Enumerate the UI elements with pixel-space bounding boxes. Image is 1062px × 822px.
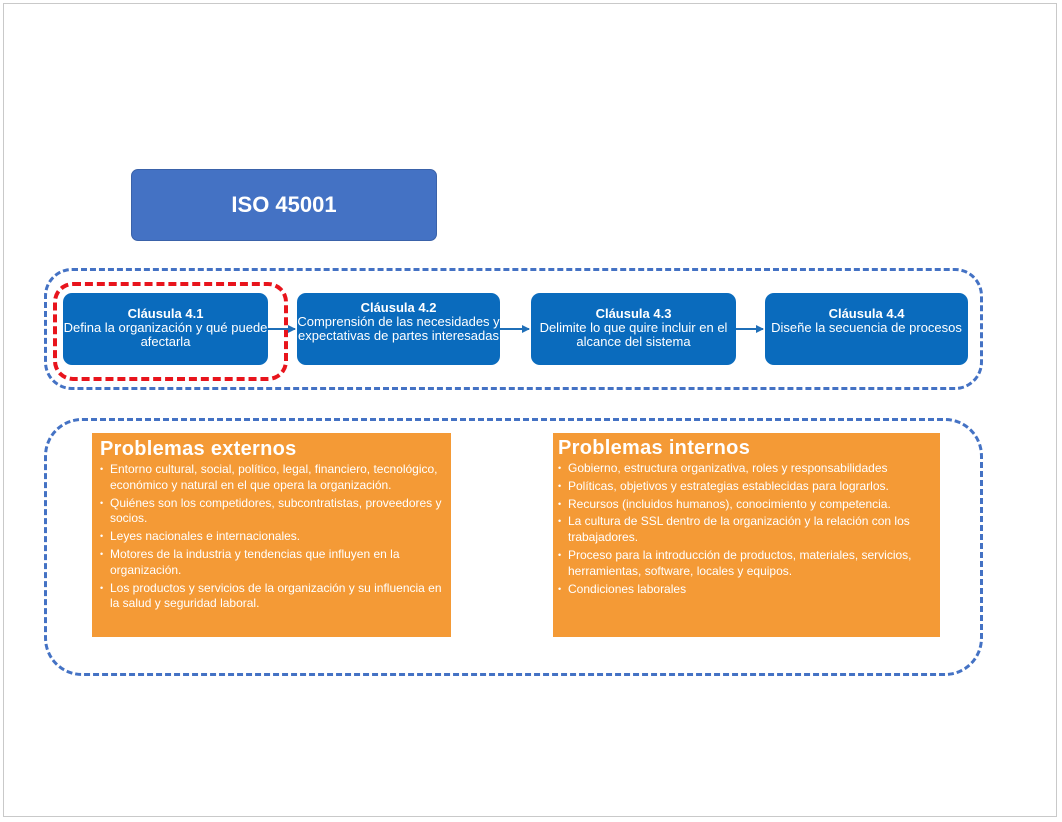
clause-4-3-box: Cláusula 4.3 Delimite lo que quire inclu… <box>531 293 736 365</box>
bullet-icon: • <box>558 463 562 473</box>
list-item: • Recursos (incluidos humanos), conocimie… <box>558 497 932 513</box>
list-item-text: Políticas, objetivos y estrategias estab… <box>568 478 889 493</box>
clause-4-1-highlight <box>53 282 288 381</box>
bullet-icon: • <box>100 548 104 559</box>
external-problems-title: Problemas externos <box>100 438 297 460</box>
list-item-text: Proceso para la introducción de producto… <box>568 547 912 578</box>
bullet-icon: • <box>558 583 562 594</box>
list-item-text: Motores de la industria y tendencias que… <box>110 546 400 577</box>
problems-group <box>44 418 983 676</box>
clause-title: Cláusula 4.1 <box>127 306 204 321</box>
clause-title: Cláusula 4.2 <box>360 300 437 315</box>
clause-title: Cláusula 4.4 <box>828 306 905 321</box>
list-item-text: Condiciones laborales <box>568 581 687 596</box>
list-item: • Quiénes son los competidores, subcontra… <box>100 496 443 528</box>
external-problems-panel: Problemas externos • Entorno cultural, so… <box>92 433 451 637</box>
list-item: • Leyes nacionales e internacionales. <box>100 529 443 545</box>
external-problems-list: • Entorno cultural, social, político, leg… <box>100 462 443 612</box>
list-item: • La cultura de SSL dentro de la organiza… <box>558 514 932 546</box>
bullet-icon: • <box>100 497 104 508</box>
clause-description: Diseñe la secuencia de procesos <box>771 320 962 335</box>
list-item-text: Leyes nacionales e internacionales. <box>110 529 301 544</box>
slide-frame <box>3 3 1057 817</box>
internal-problems-title: Problemas internos <box>558 437 751 459</box>
clause-4-4-box: Cláusula 4.4 Diseñe la secuencia de proc… <box>765 293 968 365</box>
list-item: • Entorno cultural, social, político, leg… <box>100 462 443 494</box>
list-item: • Los productos y servicios de la organiz… <box>100 581 443 613</box>
list-item: • Proceso para la introducción de product… <box>558 548 932 580</box>
clause-title: Cláusula 4.3 <box>595 306 672 321</box>
bullet-icon: • <box>100 582 104 593</box>
title-box: ISO 45001 <box>131 169 437 241</box>
internal-problems-panel: Problemas internos • Gobierno, estructura… <box>553 433 940 637</box>
bullet-icon: • <box>558 498 562 509</box>
bullet-icon: • <box>558 480 562 491</box>
list-item-text: Entorno cultural, social, político, lega… <box>110 462 438 492</box>
bullet-icon: • <box>100 464 104 474</box>
list-item-text: Recursos (incluidos humanos), conocimien… <box>568 496 891 511</box>
list-item: • Políticas, objetivos y estrategias esta… <box>558 479 932 495</box>
internal-problems-list: • Gobierno, estructura organizativa, role… <box>558 461 932 597</box>
clauses-group <box>44 268 983 390</box>
clause-description: Delimite lo que quire incluir en el alca… <box>539 320 728 349</box>
list-item-text: La cultura de SSL dentro de la organizac… <box>568 514 910 545</box>
title-text: ISO 45001 <box>231 192 337 217</box>
clause-4-1-box: Cláusula 4.1 Defina la organización y qu… <box>63 293 268 365</box>
bullet-icon: • <box>558 516 562 527</box>
clause-4-2-box: Cláusula 4.2 Comprensión de las necesida… <box>297 293 500 365</box>
bullet-icon: • <box>558 549 562 560</box>
list-item: • Motores de la industria y tendencias qu… <box>100 547 443 579</box>
clause-description: Defina la organización y qué puede afect… <box>63 320 268 349</box>
bullet-icon: • <box>100 531 104 542</box>
list-item-text: Los productos y servicios de la organiza… <box>110 580 442 611</box>
list-item: • Gobierno, estructura organizativa, role… <box>558 461 932 477</box>
list-item-text: Gobierno, estructura organizativa, roles… <box>568 461 888 475</box>
list-item: • Condiciones laborales <box>558 582 932 598</box>
list-item-text: Quiénes son los competidores, subcontrat… <box>110 495 442 526</box>
clause-description: Comprensión de las necesidades y expecta… <box>297 314 500 343</box>
